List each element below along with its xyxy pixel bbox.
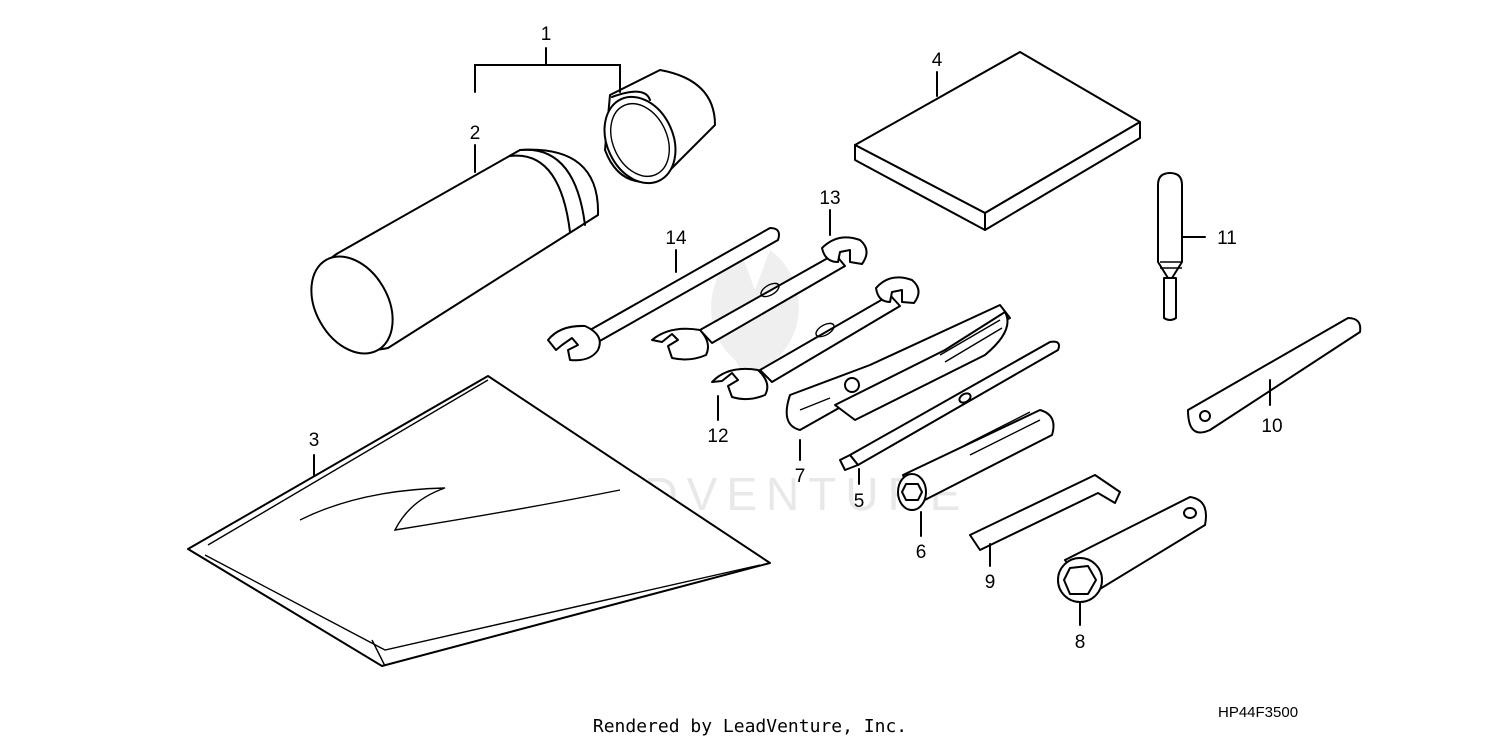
- spark-plug-wrench: [1057, 496, 1207, 603]
- callout-14: 14: [665, 228, 687, 249]
- hex-key: [969, 474, 1121, 551]
- callout-9: 9: [985, 572, 996, 593]
- callout-1: 1: [541, 24, 552, 45]
- wrench-13: [651, 236, 868, 361]
- callout-4: 4: [932, 50, 943, 71]
- callout-bracket-1: [474, 64, 621, 93]
- callout-2: 2: [470, 123, 481, 144]
- footer-credit: Rendered by LeadVenture, Inc.: [592, 716, 908, 737]
- callout-11: 11: [1217, 228, 1237, 249]
- callout-12: 12: [707, 426, 728, 447]
- pliers: [785, 304, 1011, 431]
- callout-6: 6: [916, 542, 927, 563]
- callout-3: 3: [309, 430, 320, 451]
- callout-8: 8: [1075, 632, 1086, 653]
- tool-case-tube: [310, 148, 600, 355]
- callout-13: 13: [819, 188, 840, 209]
- screwdriver-handle: [1157, 172, 1183, 321]
- callout-5: 5: [854, 491, 865, 512]
- callout-7: 7: [795, 466, 806, 487]
- wrench-12: [711, 276, 920, 401]
- owners-manual: [854, 51, 1141, 231]
- tool-bag: [187, 375, 771, 667]
- callout-10: 10: [1261, 416, 1282, 437]
- diagram-code: HP44F3500: [1218, 704, 1299, 721]
- wrench-long: [547, 227, 780, 362]
- pin-spanner: [1187, 317, 1362, 434]
- screwdriver: [839, 340, 1060, 471]
- socket-extension: [897, 409, 1055, 511]
- tool-case-cap: [603, 69, 716, 185]
